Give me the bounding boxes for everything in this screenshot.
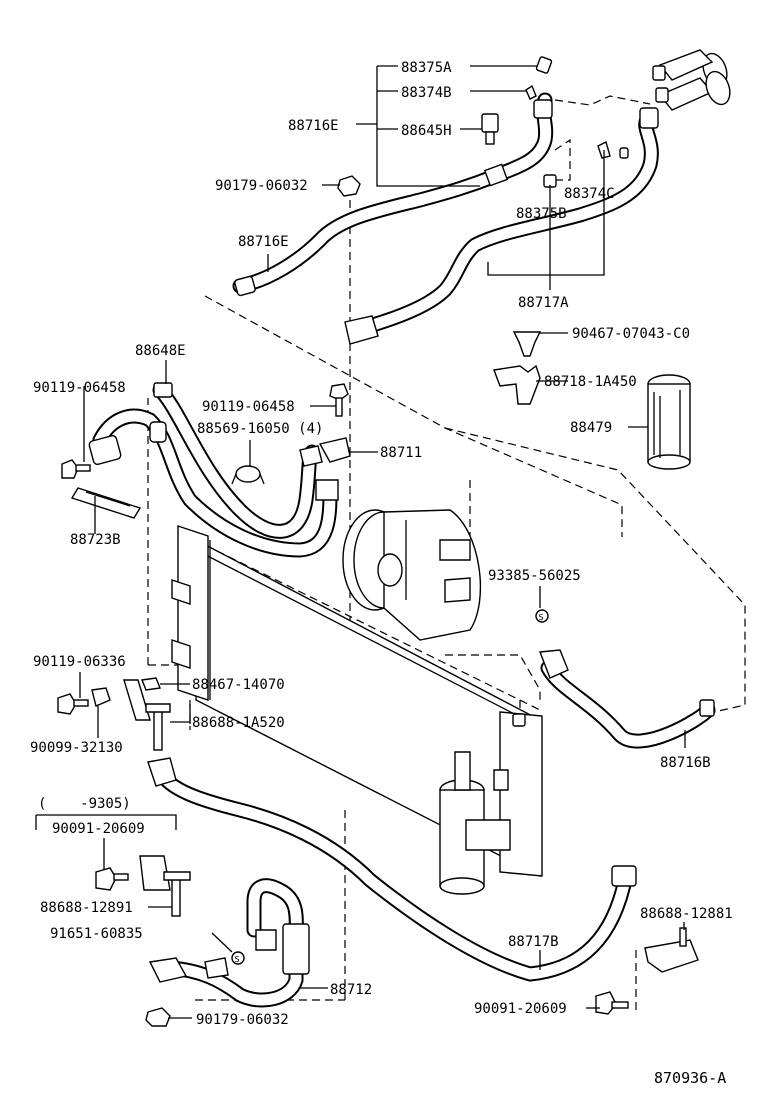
svg-text:S: S (235, 955, 240, 964)
bolt-90119-06458-mid (329, 383, 349, 417)
oring-91651: S (231, 951, 245, 965)
bolt-90179-06032-top (337, 175, 361, 197)
clip-90467 (512, 331, 542, 357)
gasket-88723B (70, 487, 142, 519)
label-91651: 91651-60835 (50, 926, 143, 942)
bracket-label-9305 (35, 814, 177, 830)
label-88716E-top: 88716E (288, 118, 339, 134)
label-90091-left: 90091-20609 (52, 821, 145, 837)
nut-88467 (141, 677, 161, 691)
bolt-90119-06336 (57, 693, 89, 715)
bolt-90091-20609-right (595, 991, 629, 1015)
label-88467: 88467-14070 (192, 677, 285, 693)
collar-90099-32130 (91, 687, 111, 707)
leader-91651 (211, 932, 233, 953)
label-88688-12891: 88688-12891 (40, 900, 133, 916)
svg-text:S: S (539, 613, 544, 622)
label-88374B: 88374B (401, 85, 452, 101)
pipe-88716E-upper (232, 92, 554, 297)
clamp-88569 (231, 465, 265, 485)
label-88374C: 88374C (564, 186, 615, 202)
pipe-88716B (539, 649, 716, 749)
pipe-88717A (344, 107, 659, 345)
label-88688-1A520: 88688-1A520 (192, 715, 285, 731)
label-88716E-mid: 88716E (238, 234, 289, 250)
assembly-dashed-outlines (147, 95, 746, 1015)
oring-93385: S (535, 609, 549, 623)
nut-90179-06032-bottom (145, 1007, 171, 1027)
small-fitting (619, 147, 629, 159)
receiver-88479 (647, 374, 691, 470)
label-88716B: 88716B (660, 755, 711, 771)
label-bracket-top (267, 65, 605, 290)
label-90467: 90467-07043-C0 (572, 326, 690, 342)
label-88375B: 88375B (516, 206, 567, 222)
bracket-88688-12891 (139, 855, 191, 917)
pipe-88717B (147, 757, 637, 982)
label-90119-06458-left: 90119-06458 (33, 380, 126, 396)
label-88375A: 88375A (401, 60, 452, 76)
label-88688-12881: 88688-12881 (640, 906, 733, 922)
diagram-reference-code: 870936-A (654, 1069, 726, 1087)
label-90091-right: 90091-20609 (474, 1001, 567, 1017)
label-9305: ( -9305) (38, 796, 131, 812)
bracket-88688-1A520 (123, 679, 171, 751)
label-88648E: 88648E (135, 343, 186, 359)
cap-88375A (535, 56, 553, 74)
label-90119-06458-mid: 90119-06458 (202, 399, 295, 415)
hose-88712 (148, 878, 310, 1008)
hose-88711 (88, 382, 351, 558)
label-93385: 93385-56025 (488, 568, 581, 584)
label-88723B: 88723B (70, 532, 121, 548)
fitting-top-right (652, 49, 731, 111)
label-88645H: 88645H (401, 123, 452, 139)
bracket-88688-12881 (644, 927, 699, 973)
condenser-receiver (439, 751, 511, 895)
valve-core-88374B (525, 84, 537, 100)
label-88569: 88569-16050 (4) (197, 421, 323, 437)
bracket-88718 (493, 364, 541, 405)
pressure-switch-88645H (481, 113, 499, 145)
label-90179-06032-bottom: 90179-06032 (196, 1012, 289, 1028)
compressor (342, 509, 482, 641)
bolt-90091-20609-left (95, 867, 129, 891)
label-88712: 88712 (330, 982, 372, 998)
label-88718: 88718-1A450 (544, 374, 637, 390)
label-88717B: 88717B (508, 934, 559, 950)
label-90119-06336: 90119-06336 (33, 654, 126, 670)
label-88711: 88711 (380, 445, 422, 461)
label-90099: 90099-32130 (30, 740, 123, 756)
label-90179-06032-top: 90179-06032 (215, 178, 308, 194)
label-88717A: 88717A (518, 295, 569, 311)
part-labels: 88375A 88374B 88716E 88645H 90179-06032 … (30, 60, 733, 1087)
bolt-90119-06458-left (61, 459, 91, 479)
label-88479: 88479 (570, 420, 612, 436)
